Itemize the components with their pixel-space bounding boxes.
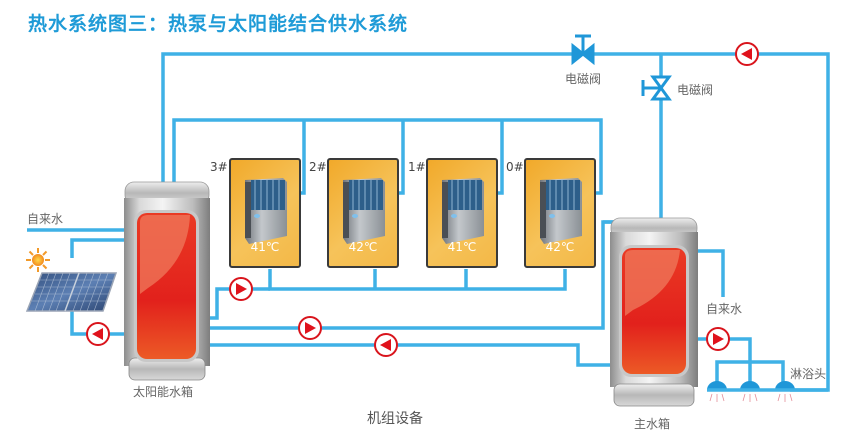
heat-pump-unit-icon: [540, 178, 582, 244]
main-water-tank-icon: [610, 217, 698, 407]
unit-temperature: 41℃: [447, 240, 477, 254]
unit-temperature: 41℃: [250, 240, 280, 254]
solar-panel-icon: [25, 272, 118, 312]
pump-icon[interactable]: [86, 322, 110, 346]
shower-head-icon: [707, 381, 727, 402]
unit-temperature: 42℃: [545, 240, 575, 254]
unit-temperature: 42℃: [348, 240, 378, 254]
heat-pump-unit-icon: [442, 178, 484, 244]
pump-icon[interactable]: [229, 277, 253, 301]
heat-pump-unit[interactable]: 41℃: [229, 158, 301, 268]
unit-number: 3#: [210, 160, 228, 174]
solar-water-tank-icon: [124, 181, 210, 381]
valve-label-top: 电磁阀: [565, 72, 602, 86]
tap-water-label-left: 自来水: [27, 212, 64, 226]
tap-water-label-right: 自来水: [706, 302, 743, 316]
pipe-shower-manifold: [715, 360, 785, 383]
heat-pump-unit[interactable]: 42℃: [524, 158, 596, 268]
solar-tank-label: 太阳能水箱: [133, 385, 194, 399]
unit-number: 0#: [506, 160, 524, 174]
units-group-label: 机组设备: [367, 411, 423, 427]
main-tank-label: 主水箱: [634, 417, 671, 431]
shower-heads: [707, 381, 828, 402]
unit-number: 2#: [309, 160, 327, 174]
shower-label: 淋浴头: [790, 367, 827, 381]
shower-head-icon: [740, 381, 760, 402]
heat-pump-unit[interactable]: 41℃: [426, 158, 498, 268]
valve-label-right: 电磁阀: [677, 83, 714, 97]
pump-icon[interactable]: [374, 333, 398, 357]
shower-head-icon: [775, 381, 795, 402]
heat-pump-unit[interactable]: 42℃: [327, 158, 399, 268]
solenoid-valve-icon[interactable]: [571, 34, 595, 66]
solenoid-valve-icon[interactable]: [641, 75, 672, 101]
heat-pump-unit-icon: [245, 178, 287, 244]
pump-icon[interactable]: [735, 42, 759, 66]
pump-icon[interactable]: [706, 327, 730, 351]
pipe-units-bottom: [268, 269, 567, 291]
pump-icon[interactable]: [298, 316, 322, 340]
pipe-tap-water-right: [693, 249, 725, 297]
pipe-solar-panel-top: [70, 238, 125, 258]
page-title: 热水系统图三：热泵与太阳能结合供水系统: [28, 13, 409, 35]
unit-number: 1#: [408, 160, 426, 174]
sun-icon: [26, 248, 50, 272]
pipe-units-top: [172, 118, 603, 195]
heat-pump-unit-icon: [343, 178, 385, 244]
pipe-main-to-solar: [205, 343, 615, 367]
